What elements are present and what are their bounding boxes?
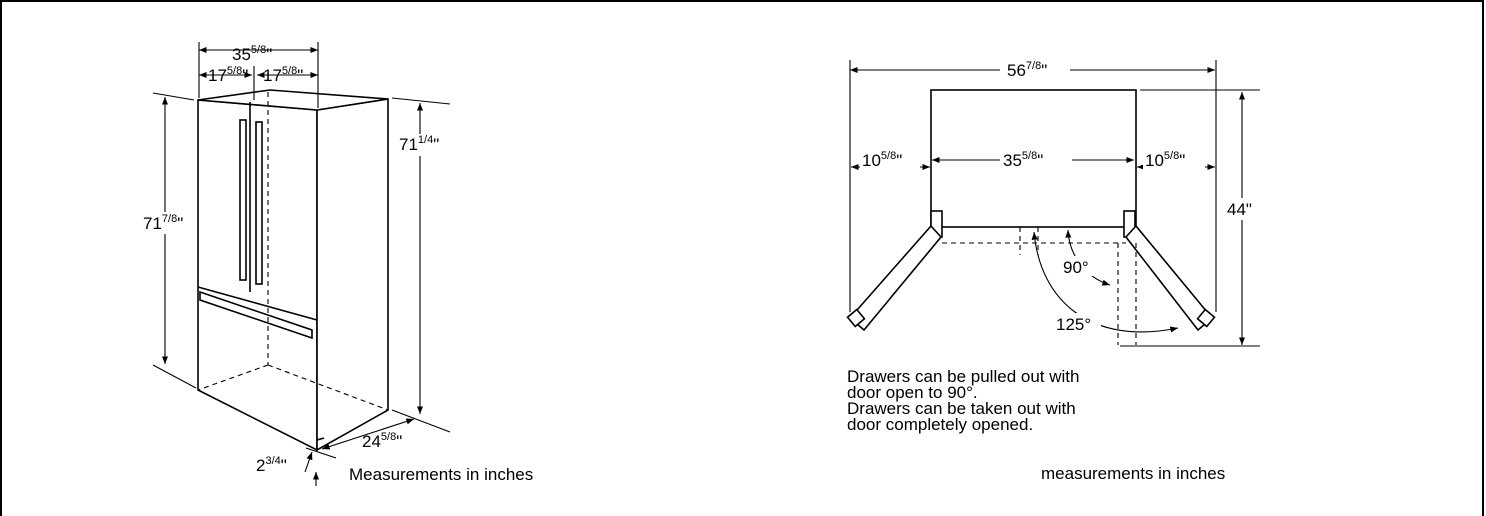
angle-125-label: 125°: [1056, 315, 1091, 334]
dim-depth: 245/8": [362, 431, 402, 451]
drawer-notes: Drawers can be pulled out with door open…: [847, 367, 1080, 434]
fridge-top-view: [846, 89, 1216, 332]
dim-height-front: 717/8": [143, 213, 183, 233]
note-line-4: door completely opened.: [847, 415, 1034, 434]
dim-right-clearance: 105/8": [1145, 150, 1185, 170]
left-dimension-labels: 355/8" 175/8" 175/8" 717/8" 711/4" 245/8…: [142, 44, 533, 484]
dim-overall-width: 567/8": [1007, 60, 1047, 80]
angle-90-label: 90°: [1063, 258, 1089, 277]
dim-door-right: 175/8": [263, 65, 303, 85]
dim-left-clearance: 105/8": [862, 150, 902, 170]
fridge-iso-view: [197, 89, 389, 452]
dim-door-depth: 23/4": [256, 455, 287, 475]
caption-right: measurements in inches: [1041, 464, 1226, 483]
note-line-2: door open to 90°.: [847, 383, 978, 402]
dim-total-width: 355/8": [232, 44, 272, 64]
dim-depth-open: 44": [1227, 200, 1252, 219]
note-line-3: Drawers can be taken out with: [847, 399, 1076, 418]
dim-door-left: 175/8": [208, 65, 248, 85]
dim-cabinet-width: 355/8": [1003, 150, 1043, 170]
right-dimension-labels: 567/8" 105/8" 355/8" 105/8" 44" 90° 125°: [860, 60, 1261, 334]
note-line-1: Drawers can be pulled out with: [847, 367, 1080, 386]
caption-left: Measurements in inches: [349, 465, 533, 484]
dim-height-rear: 711/4": [399, 134, 439, 154]
